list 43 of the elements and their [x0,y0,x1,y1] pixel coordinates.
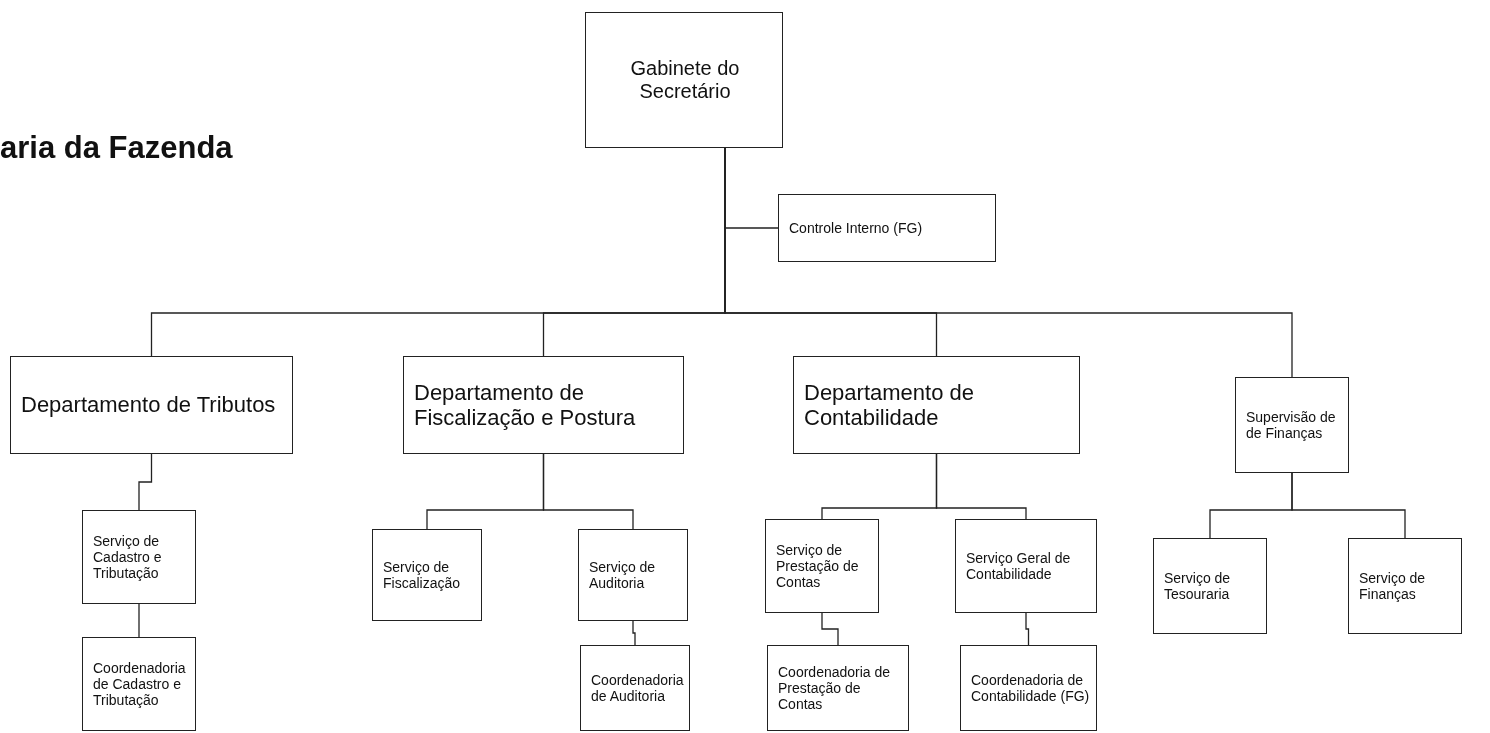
unit-name: Supervisão de de Finanças [1246,408,1337,442]
unit-name: Coordenadoria de Prestação de Contas [778,663,892,713]
connector-line [935,453,1027,520]
unit-name: Serviço de Tesouraria [1164,569,1232,603]
org-box [82,637,196,731]
org-box [960,645,1097,731]
org-box [1348,538,1462,634]
unit-name: Serviço de Finanças [1359,569,1427,603]
unit-name: Departamento de Contabilidade [804,379,975,431]
connector-line [138,453,153,511]
unit-name: Coordenadoria de Auditoria [591,671,684,705]
unit-name: Gabinete do Secretário [629,57,741,103]
unit-name: Departamento de Fiscalização e Postura [414,379,637,431]
org-box [580,645,690,731]
org-box [578,529,688,621]
org-box [1235,377,1349,473]
unit-name: Controle Interno (FG) [789,219,923,237]
connector-line [1025,612,1030,646]
connector-line [542,453,634,530]
unit-name: Serviço de Auditoria [589,558,657,592]
unit-name: Coordenadoria de Contabilidade (FG) [971,671,1090,705]
connector-line [821,612,839,646]
org-box [585,12,783,148]
unit-name: Serviço de Fiscalização [383,558,462,592]
unit-name: Departamento de Tributos [21,392,276,418]
unit-name: Serviço de Prestação de Contas [776,541,860,591]
org-box [403,356,684,454]
org-box [793,356,1080,454]
unit-name: Serviço de Cadastro e Tributação [93,532,163,582]
diagram-title: aria da Fazenda [0,130,233,166]
org-box [765,519,879,613]
unit-name: Coordenadoria de Cadastro e Tributação [93,659,187,709]
org-box [10,356,293,454]
org-box [82,510,196,604]
org-box [372,529,482,621]
org-box [778,194,996,262]
connector-line [138,603,140,638]
org-box [767,645,909,731]
unit-name: Serviço Geral de Contabilidade [966,549,1072,583]
org-box [1153,538,1267,634]
connector-line [632,620,636,646]
org-box [955,519,1097,613]
connector-line [1291,472,1406,539]
